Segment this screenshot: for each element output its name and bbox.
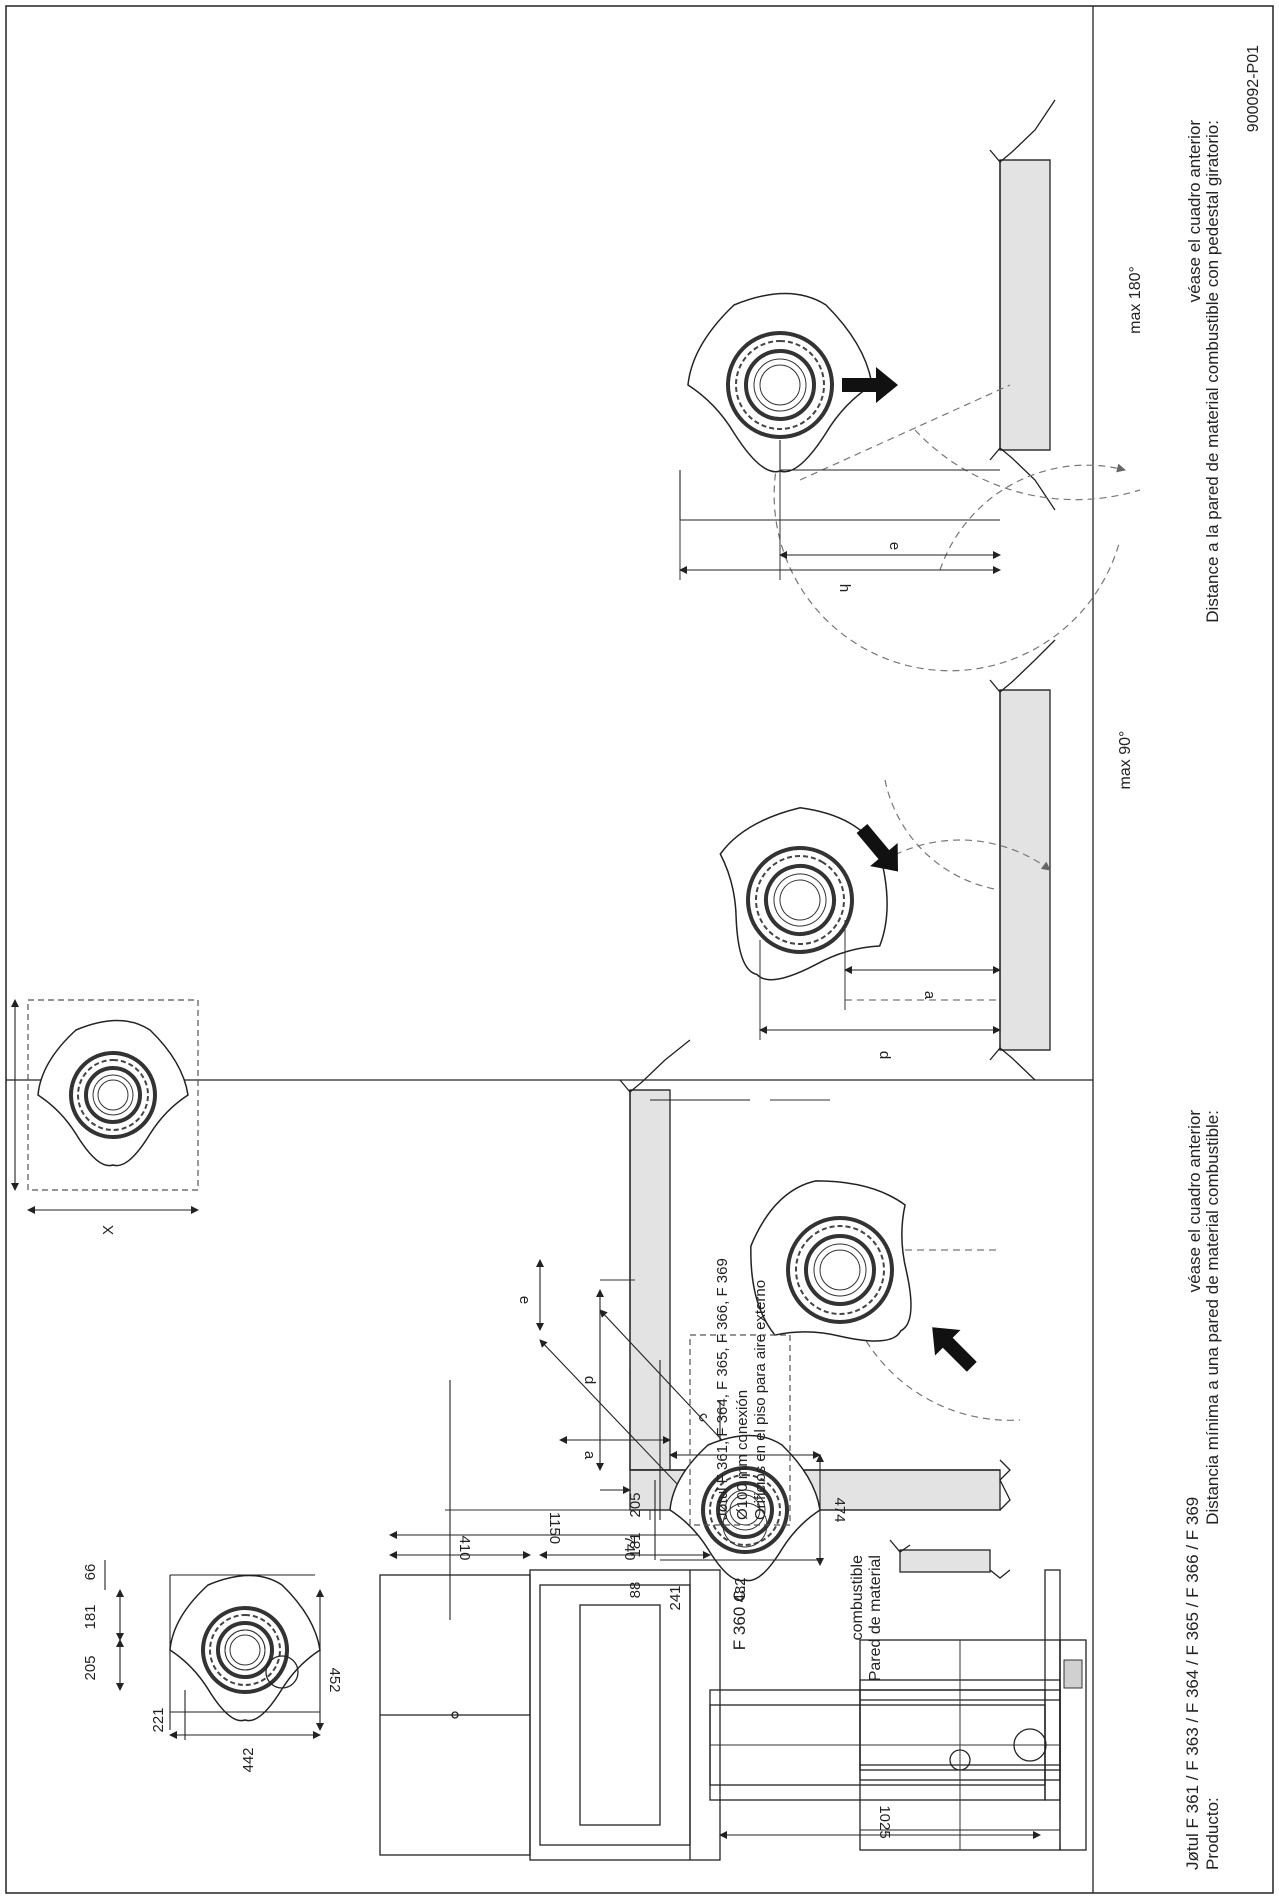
dim-c: c	[695, 1408, 713, 1426]
dim-474: 474	[831, 1497, 848, 1522]
air1-line2: Ø100 mm conexión	[734, 1390, 751, 1520]
combustible-title-line1: Distancia mínima a una pared de material…	[1203, 1110, 1222, 1525]
dim-205-plan: 205	[82, 1655, 99, 1680]
label-max-180: max 180°	[1127, 266, 1144, 334]
stove-elevation-views: 1025 740 410 1150	[379, 1512, 1061, 1861]
dim-452: 452	[326, 1667, 343, 1692]
dim-1150: 1150	[546, 1512, 563, 1544]
dim-e-corner-top: e	[516, 1296, 533, 1304]
wall-distance-diagram-1	[1010, 1120, 1060, 1490]
product-models: Jøtul F 361 / F 363 / F 364 / F 365 / F …	[1183, 1497, 1202, 1870]
swivel-90-diagram: a d max 90°	[674, 639, 1134, 1081]
f360c-label: F 360 C:	[730, 1585, 749, 1650]
dim-88: 88	[627, 1582, 644, 1599]
air-inlet-box-1: Orificios en el piso para aire externo Ø…	[689, 1258, 791, 1526]
floor-y: Y	[0, 1090, 2, 1100]
offset-wall-diagram	[1000, 1540, 1050, 1890]
dim-181-plan: 181	[82, 1604, 99, 1629]
dim-410: 410	[456, 1535, 473, 1560]
dim-241: 241	[667, 1585, 684, 1610]
floor-x: X	[100, 1225, 117, 1235]
air1-line1: Orificios en el piso para aire externo	[752, 1280, 769, 1520]
swivel-title-line1: Distance a la pared de material combusti…	[1203, 120, 1222, 623]
dim-740: 740	[621, 1535, 638, 1560]
dim-e-180: e	[886, 542, 903, 550]
dim-482: 482	[732, 1577, 749, 1602]
wall-legend: Pared de material combustible	[849, 1539, 1011, 1681]
swivel-180-diagram: e h max 180°	[679, 99, 1144, 672]
swivel-title-line2: véase el cuadro anterior	[1185, 120, 1204, 303]
dim-1025: 1025	[876, 1805, 893, 1838]
outer-frame	[5, 5, 1274, 1894]
dim-d-90: d	[876, 1051, 893, 1059]
dim-442: 442	[240, 1747, 257, 1772]
air1-line3: Jøtul F 361, F 364, F 365, F 366, F 369	[714, 1258, 731, 1520]
product-label: Producto:	[1203, 1797, 1222, 1870]
wall-legend-line2: combustible	[849, 1555, 866, 1640]
wall-legend-line1: Pared de material	[867, 1555, 884, 1681]
f360c-view: F 360 C: 474 482 88 181 205 241	[627, 1433, 848, 1650]
dim-221: 221	[150, 1707, 167, 1732]
dim-66: 66	[82, 1564, 99, 1581]
dim-a-90: a	[921, 991, 938, 1000]
corner-wall-dims-right: e	[445, 1259, 651, 1620]
combustible-title-line2: véase el cuadro anterior	[1185, 1110, 1204, 1293]
dim-a-corner: a	[581, 1451, 598, 1460]
dim-205-f360c: 205	[627, 1492, 644, 1517]
dim-d-corner: d	[581, 1376, 598, 1384]
floor-plate-view: X Y	[0, 999, 199, 1235]
wall-hatch	[999, 159, 1051, 451]
stove-plan-view: 452 442 66 181 205 221	[82, 1560, 343, 1773]
dim-181-f360c: 181	[627, 1532, 644, 1557]
doc-code: 900092-P01	[1245, 45, 1262, 132]
dim-h-180: h	[836, 584, 853, 592]
label-max-90: max 90°	[1117, 731, 1134, 790]
